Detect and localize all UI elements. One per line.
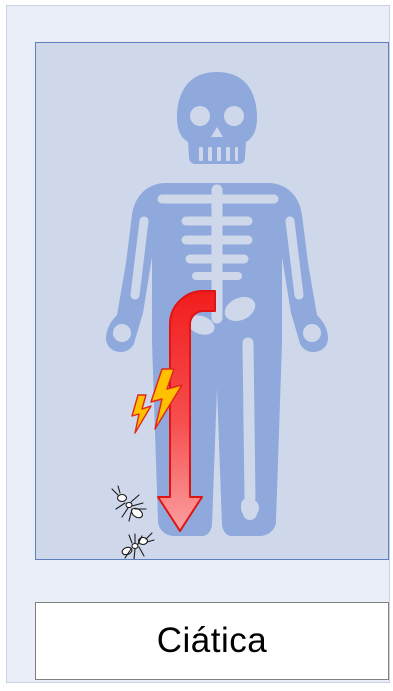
ant-icon — [121, 533, 154, 559]
condition-label-box: Ciática — [35, 602, 389, 680]
sciatica-card: Ciática — [6, 5, 390, 683]
skeleton-diagram — [36, 43, 389, 560]
illustration-panel — [35, 42, 389, 560]
condition-label: Ciática — [157, 621, 267, 661]
lightning-bolt-icon — [132, 395, 151, 433]
ant-icon — [112, 486, 146, 521]
